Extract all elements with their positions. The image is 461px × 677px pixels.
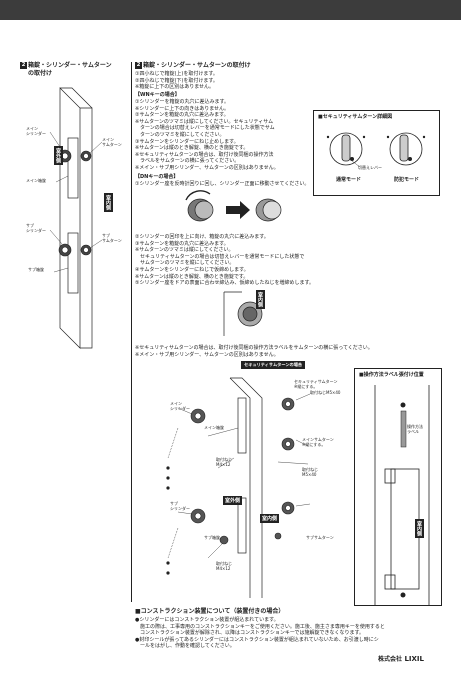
ops-label-caption: 操作方法 ラベル <box>407 424 423 434</box>
dn-step-1: ①シリンダー座を反時計回りに回し、シリンダー正面に移動させてください。 <box>135 181 310 187</box>
construction-body: ●シリンダーにはコンストラクション装置が組込まれています。 施工の際は、工事専用… <box>135 617 385 650</box>
label-main-lockcase: メイン箱錠 <box>26 178 46 183</box>
left-outdoor-badge: 室外側 <box>54 146 63 165</box>
intro-line: ※箱錠に上下の区別はありません。 <box>135 84 215 91</box>
wn-step: ※サムターンのツマミは縦にしてください。セキュリティサム <box>135 118 274 125</box>
security-detail-box: ■セキュリティサムターン詳細図 切替えレバー 通常モード 防犯モード <box>313 110 440 196</box>
label-sub-lockcase: サブ箱錠 <box>28 267 44 272</box>
dn-step: サムターンのツマミを縦にしてください。 <box>135 260 235 267</box>
d2-sub-lockcase: サブ箱錠 <box>204 535 220 540</box>
wn-steps: ①シリンダーを箱錠の丸穴に差込みます。 ※シリンダーに上下の向きはありません。 … <box>135 99 279 172</box>
brand-name: LIXIL <box>404 655 424 663</box>
d2-screw-m4-lower: 取付ねじ M4×12 <box>216 561 232 571</box>
wn-step: ②サムターンを箱錠の丸穴に差込みます。 <box>135 112 229 119</box>
d2-screw-m5-40: 取付ねじM5×40 <box>310 390 341 395</box>
dn-cylinder-illustration <box>185 190 282 222</box>
label-position-box: ■操作方法ラベル張付け位置 操作方法 ラベル 室内側 <box>354 368 442 606</box>
construction-line: ●シリンダーにはコンストラクション装置が組込まれています。 <box>135 617 279 623</box>
arrow-right-icon <box>226 201 250 219</box>
d2-sub-thumbturn: サブサムターン <box>306 535 334 540</box>
intro-line: ②四小ねじで箱錠(下)を取付けます。 <box>135 77 218 84</box>
wn-step: ※メイン・サブ用シリンダー、サムターンの区別はありません。 <box>135 164 279 171</box>
column-divider <box>131 62 132 602</box>
lever-label: 切替えレバー <box>358 165 382 170</box>
construction-line: コンストラクション装置が解除され、以降はコンストラクションキーでは施解錠できなく… <box>135 630 365 637</box>
main-title-text: 箱錠・シリンダー・サムターンの取付け <box>143 62 251 69</box>
wn-step: ターンの場合は切替えレバーを通常モードにした状態でサム <box>135 125 275 132</box>
wn-step: ※シリンダーに上下の向きはありません。 <box>135 105 230 112</box>
notes-block: ※セキュリティサムターンの場合は、取付け後同梱の操作方法ラベルをサムターンの横に… <box>135 345 373 358</box>
label-position-drawing <box>374 385 430 605</box>
company-logo: 株式会社 LIXIL <box>378 654 424 663</box>
d2-screw-m5: 取付ねじ M5×40 <box>302 467 318 477</box>
label-main-cylinder: メイン シリンダー <box>26 126 46 136</box>
note-line: ※セキュリティサムターンの場合は、取付け後同梱の操作方法ラベルをサムターンの横に… <box>135 345 373 351</box>
dn-key-heading: 【DNキーの場合】 <box>135 174 179 180</box>
dn-indoor-badge: 室内側 <box>256 290 265 309</box>
dn-step: ⑤シリンダー座をドアの表面に合わせ締込み、仮締めしたねじを増締めします。 <box>135 280 314 287</box>
label-sub-cylinder: サブ シリンダー <box>26 223 46 233</box>
dn-step: ③サムターンを箱錠の丸穴に差込みます。 <box>135 240 229 247</box>
secure-mode-label: 防犯モード <box>394 177 420 183</box>
left-indoor-badge: 室内側 <box>104 193 113 212</box>
left-title-line1: 箱錠・シリンダー・サムターン <box>28 62 112 69</box>
label-position-title: ■操作方法ラベル張付け位置 <box>359 372 424 378</box>
wn-step: ターンのツマミを縦にしてください。 <box>135 131 225 138</box>
note-line: ※メイン・サブ用シリンダー、サムターンの区別はありません。 <box>135 351 279 358</box>
security-detail-title: ■セキュリティサムターン詳細図 <box>318 114 393 120</box>
label-main-thumbturn: メイン サムターン <box>102 137 122 147</box>
label-sub-thumbturn: サブ サムターン <box>102 233 122 243</box>
main-section-number: 2 <box>135 62 142 69</box>
dn-step: セキュリティサムターンの場合は切替えレバーを通常モードにした状態で <box>135 253 305 260</box>
dn-step: ②シリンダーの回印を上に向け、箱錠の丸穴に差込みます。 <box>135 234 269 240</box>
d2-outdoor-badge: 室外側 <box>223 496 243 505</box>
construction-line: ●封印シールが張ってあるシリンダーにはコンストラクション装置が組込まれていないた… <box>135 636 379 643</box>
dn-thumbturn-illustration <box>223 291 263 336</box>
construction-title: ■コンストラクション装置について（装置付きの場合） <box>135 608 285 615</box>
left-section-number: 2 <box>20 62 27 69</box>
dn-step: ※サムターンは縦のとき解錠、横のとき施錠です。 <box>135 273 249 280</box>
d2-main-cylinder: メイン シリンダー <box>170 401 190 411</box>
intro-line: ①四小ねじで箱錠(上)を取付けます。 <box>135 71 218 77</box>
left-door-diagram <box>49 87 103 349</box>
left-title-line2: の取付け <box>28 70 53 77</box>
labelpos-indoor-badge: 室内側 <box>415 519 424 538</box>
wn-step: ③サムターンをシリンダーにねじ止めします。 <box>135 138 239 145</box>
d2-indoor-badge: 室内側 <box>260 514 280 523</box>
wn-key-heading: 【WNキーの場合】 <box>135 92 180 98</box>
dn-step: ④サムターンをシリンダーにねじで仮締めします。 <box>135 266 249 273</box>
normal-mode-label: 通常モード <box>336 177 362 183</box>
exploded-assembly-diagram <box>166 377 311 598</box>
wn-step: ラベルをサムターンの横に張ってください。 <box>135 158 240 165</box>
wn-step: ※セキュリティサムターンの場合は、取付け後同梱の操作方法 <box>135 151 274 158</box>
security-case-heading: セキュリティサムターンの場合 <box>241 361 306 369</box>
d2-security-thumbturn: セキュリティサムターン ※縦にする。 <box>294 379 338 389</box>
dn-step: ※サムターンのツマミは縦にしてください。 <box>135 247 234 254</box>
d2-main-lockcase: メイン箱錠 <box>204 425 224 430</box>
company-name: 株式会社 <box>378 656 403 663</box>
wn-step: ①シリンダーを箱錠の丸穴に差込みます。 <box>135 99 229 105</box>
construction-line: ールをはがし、作動を確認してください。 <box>135 643 235 650</box>
wn-step: ※サムターンは縦のとき解錠、横のとき施錠です。 <box>135 145 249 152</box>
d2-screw-m4-upper: 取付ねじ M4×12 <box>216 457 232 467</box>
security-thumbturn-drawings <box>326 132 426 168</box>
d2-sub-cylinder: サブ シリンダー <box>170 501 190 511</box>
intro-block: ①四小ねじで箱錠(上)を取付けます。 ②四小ねじで箱錠(下)を取付けます。 ※箱… <box>135 71 218 91</box>
d2-main-thumbturn: メインサムターン ※縦にする。 <box>302 437 334 447</box>
construction-line: 施工の際は、工事専用のコンストラクションキーをご使用ください。施工後、施主さま専… <box>135 623 385 630</box>
dn-steps: ②シリンダーの回印を上に向け、箱錠の丸穴に差込みます。 ③サムターンを箱錠の丸穴… <box>135 234 314 287</box>
top-header-bar <box>0 0 461 20</box>
